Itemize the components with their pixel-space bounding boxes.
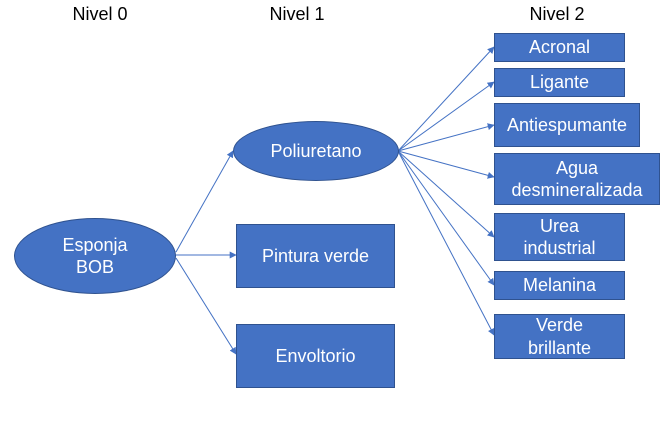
node-agua-desmineralizada-label: Agua desmineralizada (511, 157, 643, 201)
node-esponja-bob: Esponja BOB (14, 218, 176, 294)
edge-poli-acronal (397, 46, 495, 152)
node-pintura-verde: Pintura verde (236, 224, 395, 288)
node-poliuretano-label: Poliuretano (270, 140, 362, 161)
node-agua-desmineralizada: Agua desmineralizada (494, 153, 660, 205)
node-pintura-verde-label: Pintura verde (261, 245, 370, 266)
node-antiespumante: Antiespumante (494, 103, 640, 147)
node-esponja-bob-label: Esponja BOB (62, 234, 128, 278)
node-urea-industrial-label: Urea industrial (523, 215, 596, 259)
node-ligante-label: Ligante (529, 72, 590, 93)
node-acronal-label: Acronal (528, 37, 591, 58)
node-antiespumante-label: Antiespumante (506, 114, 628, 135)
edge-poli-urea (397, 150, 495, 238)
node-verde-brillante-label: Verde brillante (527, 315, 592, 358)
level-2-heading: Nivel 2 (529, 4, 585, 24)
edge-poli-verde (397, 150, 495, 336)
edge-poli-ligante (397, 81, 495, 152)
edge-root-poliuretano (175, 150, 234, 253)
node-melanina: Melanina (494, 271, 625, 300)
edge-poli-agua (397, 150, 495, 179)
node-envoltorio-label: Envoltorio (275, 345, 356, 366)
node-poliuretano: Poliuretano (233, 121, 399, 181)
node-melanina-label: Melanina (522, 275, 597, 296)
level-1-heading: Nivel 1 (269, 4, 325, 24)
level-0-heading: Nivel 0 (72, 4, 128, 24)
edge-poli-antiespumante (397, 123, 495, 152)
node-urea-industrial: Urea industrial (494, 213, 625, 261)
node-acronal: Acronal (494, 33, 625, 62)
node-verde-brillante: Verde brillante (494, 314, 625, 359)
edge-poli-melanina (397, 150, 495, 286)
node-envoltorio: Envoltorio (236, 324, 395, 388)
node-ligante: Ligante (494, 68, 625, 97)
edge-root-envoltorio (175, 257, 237, 355)
